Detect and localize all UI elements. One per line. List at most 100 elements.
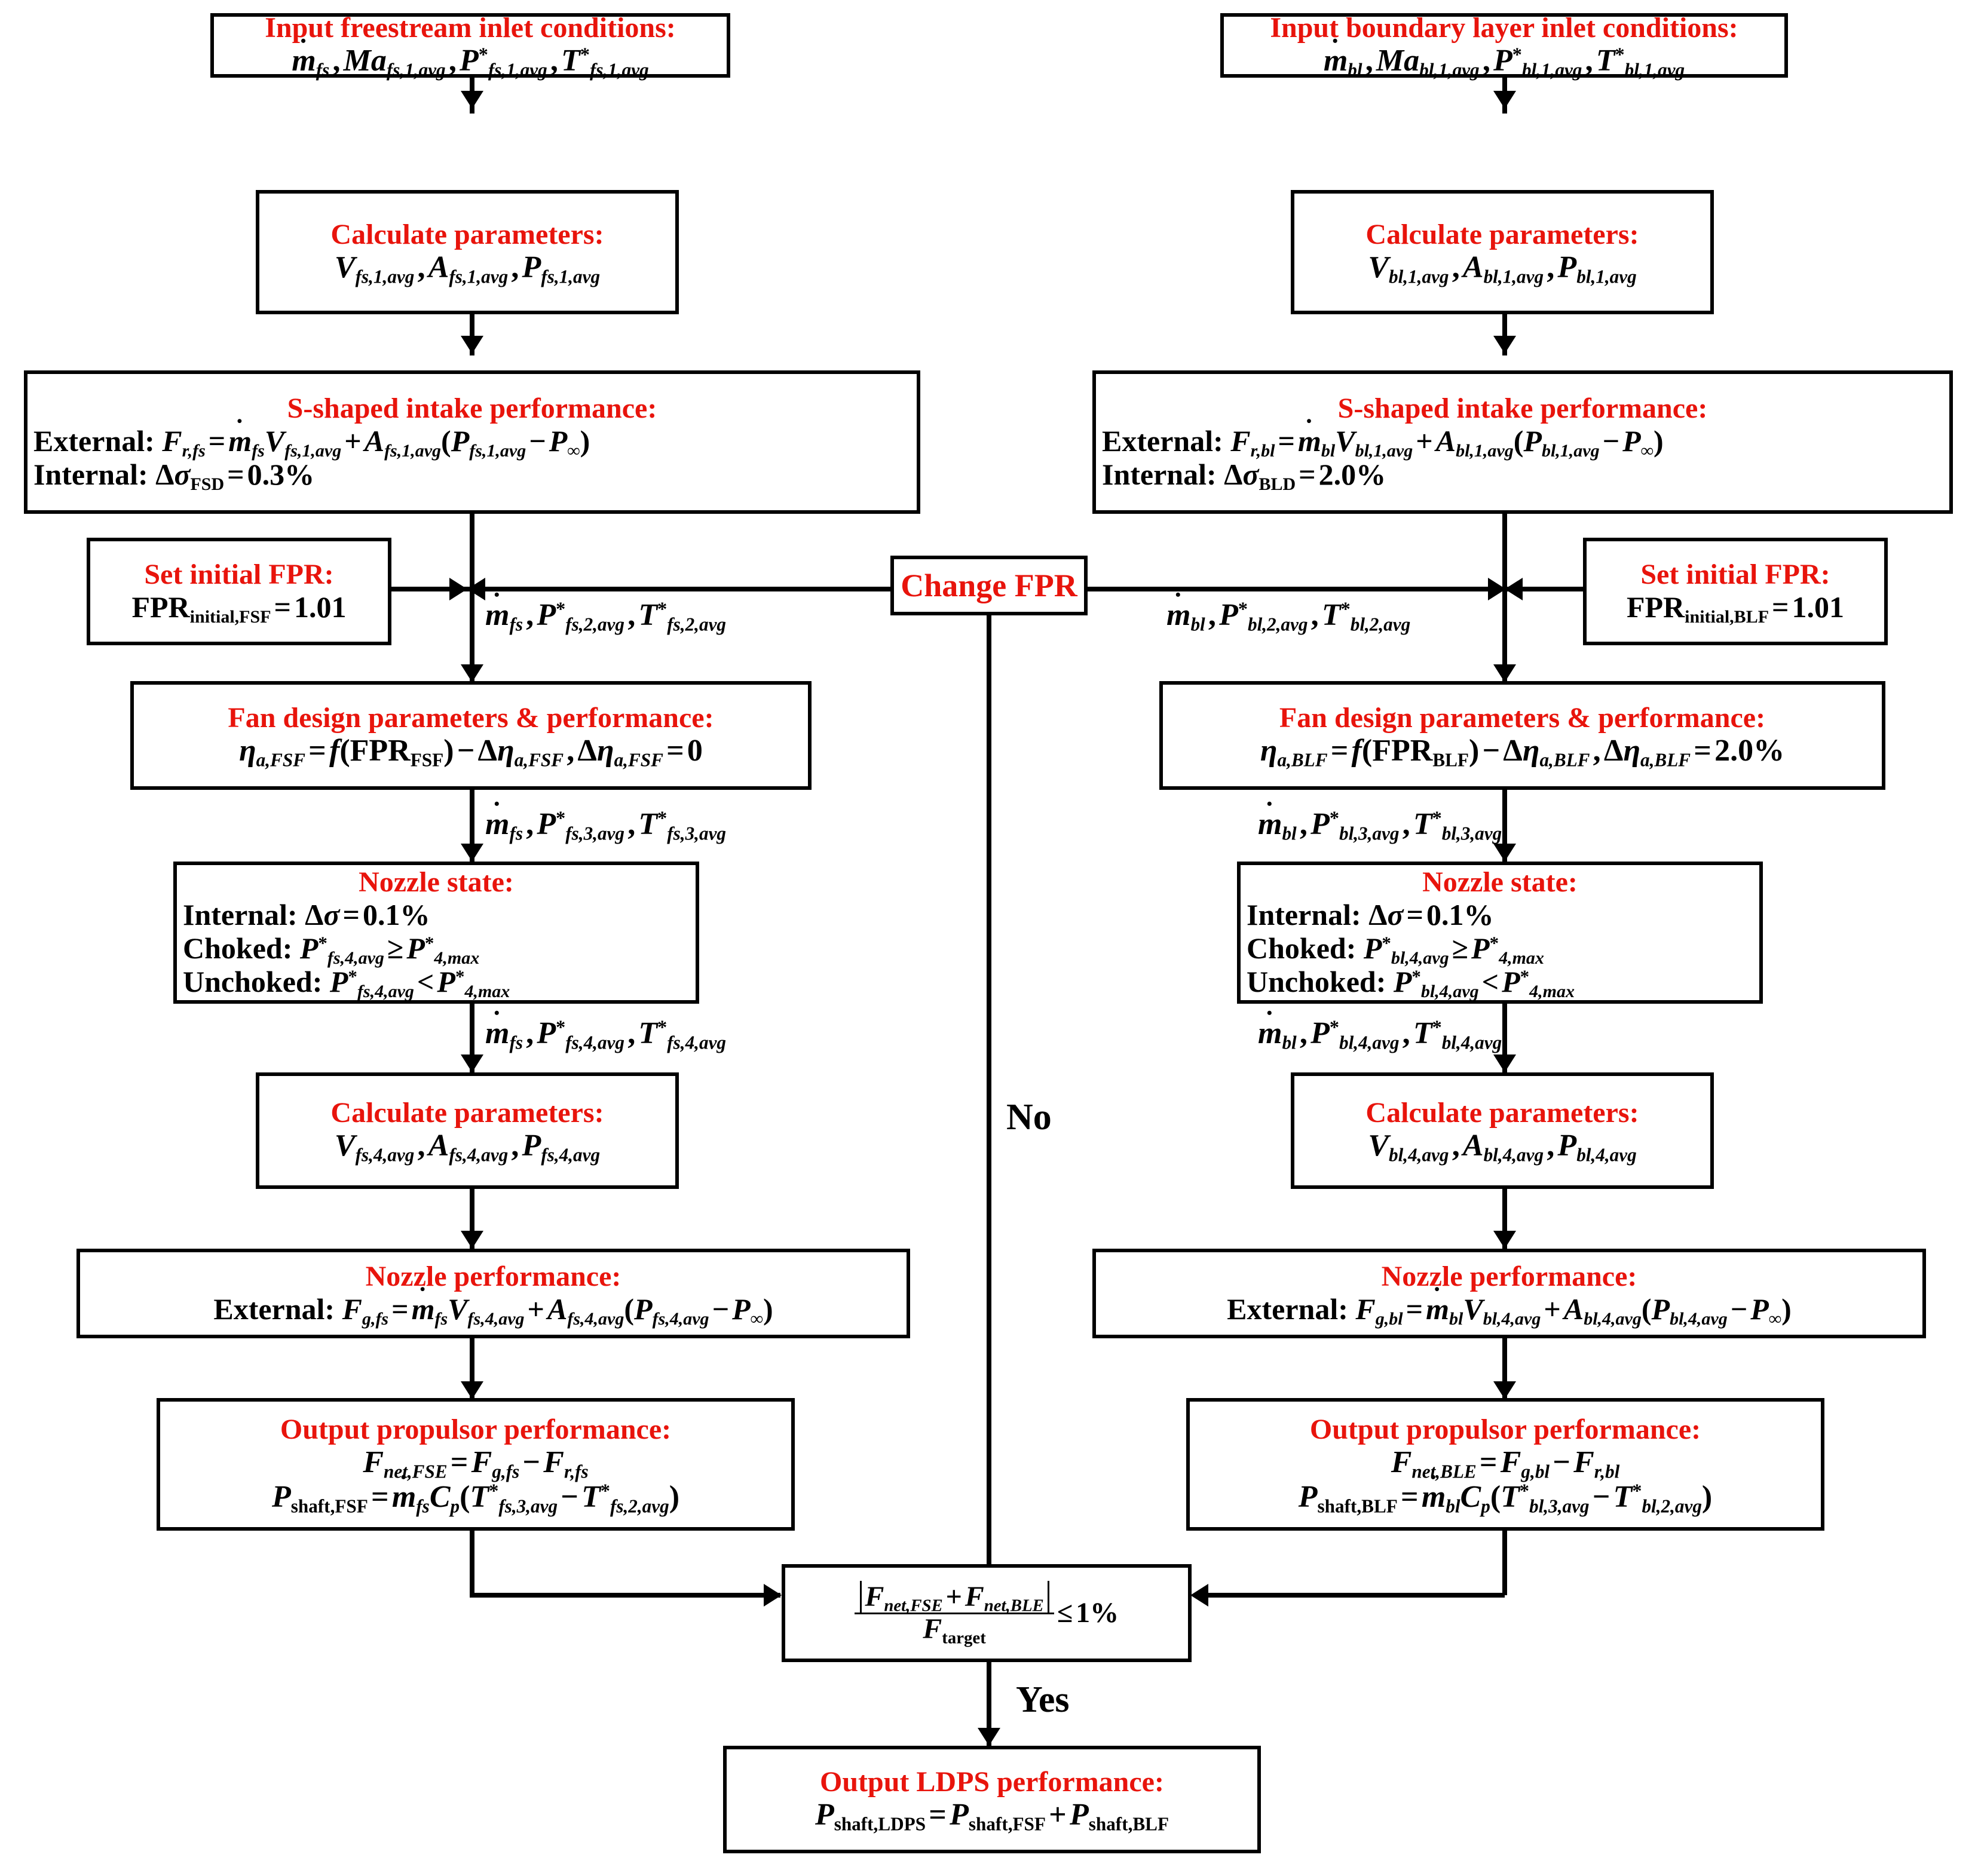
node-fs-output[interactable]: Output propulsor performance: Fnet,FSE=F… bbox=[157, 1398, 795, 1531]
internal-subscript: BLD bbox=[1259, 474, 1296, 494]
node-fs-calc4-equation: Vfs,4,avg,Afs,4,avg,Pfs,4,avg bbox=[334, 1129, 601, 1166]
node-bl-fan[interactable]: Fan design parameters & performance: ηa,… bbox=[1159, 681, 1885, 790]
edge-decision-yes bbox=[987, 1662, 991, 1746]
external-prefix: External: bbox=[213, 1292, 335, 1326]
node-bl-output-title: Output propulsor performance: bbox=[1309, 1413, 1701, 1445]
node-fs-inlet-title: Input freestream inlet conditions: bbox=[265, 11, 676, 44]
arrowhead-down bbox=[1493, 1381, 1516, 1399]
edge-fs-fan-to-nozstate bbox=[470, 790, 474, 865]
arrowhead-down bbox=[461, 664, 483, 682]
edge-fs-nozstate-to-calc4 bbox=[470, 1004, 474, 1075]
edge-fs-output-down bbox=[470, 1529, 474, 1595]
node-bl-intake[interactable]: S-shaped intake performance: External: F… bbox=[1092, 370, 1953, 514]
internal-prefix: Internal: bbox=[33, 457, 148, 491]
node-fs-intake[interactable]: S-shaped intake performance: External: F… bbox=[24, 370, 920, 514]
node-bl-inlet-title: Input boundary layer inlet conditions: bbox=[1270, 11, 1738, 44]
node-fs-calc1-equation: Vfs,1,avg,Afs,1,avg,Pfs,1,avg bbox=[334, 250, 601, 287]
node-fs-intake-title: S-shaped intake performance: bbox=[287, 393, 657, 425]
edge-decision-no-loop bbox=[987, 615, 991, 1595]
edge-bl-nozstate-to-calc4 bbox=[1502, 1004, 1507, 1075]
node-fs-setfpr[interactable]: Set initial FPR: FPRinitial,FSF=1.01 bbox=[87, 538, 391, 645]
node-bl-setfpr-title: Set initial FPR: bbox=[1640, 559, 1830, 591]
node-fs-fan-title: Fan design parameters & performance: bbox=[228, 701, 714, 734]
node-decision-equation: Fnet,FSE+Fnet,BLE Ftarget ≤1% bbox=[854, 1580, 1119, 1648]
node-bl-intake-title: S-shaped intake performance: bbox=[1337, 393, 1708, 425]
setfpr-value: 1.01 bbox=[294, 590, 347, 624]
arrowhead-left bbox=[1190, 1584, 1208, 1607]
edge-bl-junction-to-fan bbox=[1502, 574, 1507, 687]
denominator-subscript: target bbox=[942, 1628, 986, 1648]
edge-bl-nozperf-to-output bbox=[1502, 1338, 1507, 1401]
edge-changefpr-to-left-junction bbox=[472, 587, 890, 591]
node-change-fpr[interactable]: Change FPR bbox=[890, 556, 1088, 615]
node-bl-nozzle-state[interactable]: Nozzle state: Internal: Δσ=0.1% Choked: … bbox=[1237, 862, 1763, 1004]
external-prefix: External: bbox=[33, 424, 155, 458]
node-change-fpr-title: Change FPR bbox=[901, 567, 1077, 603]
edge-label-bl-station2: mbl,P*bl,2,avg,T*bl,2,avg bbox=[1166, 597, 1410, 633]
node-bl-calc1-title: Calculate parameters: bbox=[1365, 218, 1639, 250]
arrowhead-down bbox=[1493, 664, 1516, 682]
decision-fraction: Fnet,FSE+Fnet,BLE Ftarget bbox=[854, 1580, 1055, 1648]
edge-label-fs-station2: mfs,P*fs,2,avg,T*fs,2,avg bbox=[485, 597, 726, 633]
node-fs-output-fnet: Fnet,FSE=Fg,fs−Fr,fs bbox=[363, 1445, 589, 1482]
unchoked-prefix: Unchoked: bbox=[1247, 964, 1386, 998]
internal-prefix: Internal: bbox=[183, 897, 298, 931]
node-fs-fan-equation: ηa,FSF=f(FPRFSF)−Δηa,FSF,Δηa,FSF=0 bbox=[239, 733, 703, 771]
node-bl-nozzle-unchoked: Unchoked: P*bl,4,avg<P*4,max bbox=[1247, 964, 1575, 1001]
node-bl-fan-title: Fan design parameters & performance: bbox=[1279, 701, 1766, 734]
edge-fs-intake-to-junction bbox=[470, 514, 474, 606]
node-bl-calc1-equation: Vbl,1,avg,Abl,1,avg,Pbl,1,avg bbox=[1368, 250, 1637, 287]
edge-changefpr-to-right-junction bbox=[1088, 587, 1505, 591]
node-bl-intake-external: External: Fr,bl=mblVbl,1,avg+Abl,1,avg(P… bbox=[1102, 424, 1664, 460]
edge-bl-output-down bbox=[1502, 1529, 1507, 1595]
node-bl-nozzle-perf-title: Nozzle performance: bbox=[1381, 1261, 1637, 1293]
external-prefix: External: bbox=[1102, 424, 1223, 458]
node-bl-fan-equation: ηa,BLF=f(FPRBLF)−Δηa,BLF,Δηa,BLF=2.0% bbox=[1260, 733, 1785, 771]
node-fs-nozzle-unchoked: Unchoked: P*fs,4,avg<P*4,max bbox=[183, 964, 510, 1001]
node-bl-calc4[interactable]: Calculate parameters: Vbl,4,avg,Abl,4,av… bbox=[1291, 1072, 1714, 1189]
unchoked-prefix: Unchoked: bbox=[183, 964, 323, 998]
internal-value: 2.0% bbox=[1318, 457, 1386, 491]
edge-bl-output-to-decision bbox=[1196, 1593, 1505, 1598]
edge-fs-calc4-to-nozperf bbox=[470, 1189, 474, 1252]
node-fs-inlet[interactable]: Input freestream inlet conditions: mfs,M… bbox=[210, 11, 730, 79]
node-fs-calc1[interactable]: Calculate parameters: Vfs,1,avg,Afs,1,av… bbox=[256, 190, 679, 314]
node-fs-fan[interactable]: Fan design parameters & performance: ηa,… bbox=[130, 681, 812, 790]
node-bl-inlet-equation: mbl,Mabl,1,avg,P*bl,1,avg,T*bl,1,avg bbox=[1324, 44, 1685, 79]
node-final-output[interactable]: Output LDPS performance: Pshaft,LDPS=Psh… bbox=[723, 1746, 1261, 1853]
node-fs-output-title: Output propulsor performance: bbox=[280, 1413, 672, 1445]
node-fs-inlet-equation: mfs,Mafs,1,avg,P*fs,1,avg,T*fs,1,avg bbox=[292, 44, 648, 79]
internal-value: 0.1% bbox=[362, 897, 430, 931]
arrowhead-down bbox=[1493, 1231, 1516, 1249]
node-bl-setfpr[interactable]: Set initial FPR: FPRinitial,BLF=1.01 bbox=[1583, 538, 1888, 645]
edge-label-bl-station4: mbl,P*bl,4,avg,T*bl,4,avg bbox=[1258, 1016, 1502, 1052]
node-bl-output[interactable]: Output propulsor performance: Fnet,BLE=F… bbox=[1186, 1398, 1824, 1531]
node-fs-intake-internal: Internal: ΔσFSD=0.3% bbox=[33, 457, 315, 494]
node-bl-output-fnet: Fnet,BLE=Fg,bl−Fr,bl bbox=[1391, 1445, 1620, 1482]
arrowhead-down bbox=[461, 844, 483, 862]
arrowhead-left bbox=[467, 578, 485, 600]
node-bl-nozzle-perf[interactable]: Nozzle performance: External: Fg,bl=mblV… bbox=[1092, 1249, 1926, 1338]
setfpr-subscript: initial,BLF bbox=[1685, 606, 1769, 627]
setfpr-subscript: initial,FSF bbox=[189, 606, 271, 627]
arrowhead-down bbox=[1493, 844, 1516, 862]
node-bl-inlet[interactable]: Input boundary layer inlet conditions: m… bbox=[1220, 11, 1788, 79]
node-fs-nozzle-state[interactable]: Nozzle state: Internal: Δσ=0.1% Choked: … bbox=[173, 862, 699, 1004]
internal-subscript: FSD bbox=[190, 474, 225, 494]
edge-bl-calc4-to-nozperf bbox=[1502, 1189, 1507, 1252]
internal-value: 0.1% bbox=[1426, 897, 1494, 931]
node-bl-calc1[interactable]: Calculate parameters: Vbl,1,avg,Abl,1,av… bbox=[1291, 190, 1714, 314]
arrowhead-right bbox=[764, 1584, 782, 1607]
node-fs-calc4[interactable]: Calculate parameters: Vfs,4,avg,Afs,4,av… bbox=[256, 1072, 679, 1189]
choked-prefix: Choked: bbox=[183, 931, 293, 965]
arrowhead-down bbox=[1493, 91, 1516, 109]
node-final-output-title: Output LDPS performance: bbox=[820, 1765, 1164, 1798]
edge-label-fs-station3: mfs,P*fs,3,avg,T*fs,3,avg bbox=[485, 807, 726, 842]
node-decision[interactable]: Fnet,FSE+Fnet,BLE Ftarget ≤1% bbox=[782, 1564, 1192, 1662]
arrowhead-down bbox=[1493, 336, 1516, 354]
node-fs-nozzle-perf-title: Nozzle performance: bbox=[365, 1261, 621, 1293]
edge-bl-setfpr-to-junction bbox=[1502, 587, 1583, 591]
node-fs-nozzle-perf[interactable]: Nozzle performance: External: Fg,fs=mfsV… bbox=[76, 1249, 910, 1338]
arrowhead-down bbox=[1493, 1055, 1516, 1072]
